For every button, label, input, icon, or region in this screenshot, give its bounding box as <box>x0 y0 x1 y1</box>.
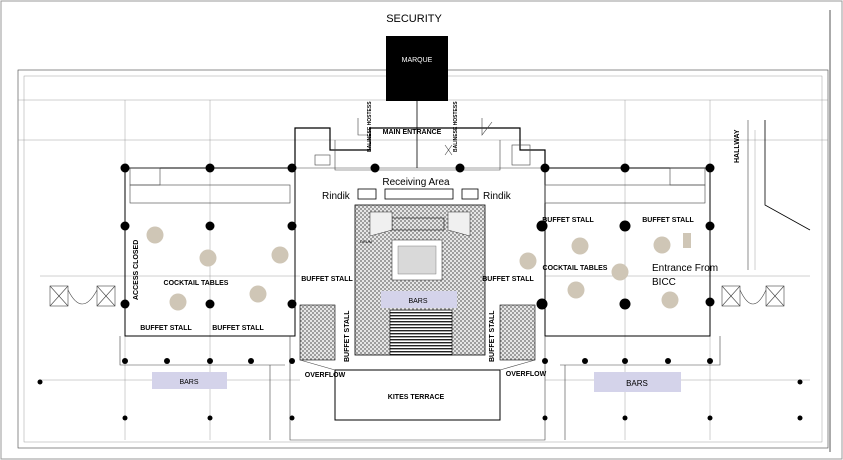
building-walls <box>17 69 829 449</box>
overflow-right-label: OVERFLOW <box>506 371 547 378</box>
cocktail-tables-left-label: COCKTAIL TABLES <box>164 280 229 287</box>
receiving-area-label: Receiving Area <box>382 177 450 188</box>
bars-center-box <box>381 291 457 308</box>
bars-right-box <box>594 372 681 392</box>
bars-left-label: BARS <box>179 379 198 386</box>
bars-center-label: BARS <box>408 298 427 305</box>
balinese-hostess-right-label: BALINESE HOSTESS <box>453 101 459 152</box>
rindik-right-box <box>461 188 479 200</box>
rindik-left-label: Rindik <box>322 191 351 202</box>
balinese-hostess-left-label: BALINESE HOSTESS <box>367 101 373 152</box>
cocktail-tables <box>146 226 691 311</box>
bars-right-label: BARS <box>626 379 648 388</box>
rindik-left-box <box>357 188 377 200</box>
buffet-stall-bottom-left-2-label: BUFFET STALL <box>212 325 264 332</box>
drum-label: DRUM <box>360 239 372 244</box>
buffet-stall-vertical-right-label: BUFFET STALL <box>489 310 496 362</box>
overflow-left-label: OVERFLOW <box>305 372 346 379</box>
entrance-from-label-line2: BICC <box>652 277 676 288</box>
security-label: SECURITY <box>386 13 442 25</box>
entrance-from-label-line1: Entrance From <box>652 263 718 274</box>
buffet-stall-top-right-1-label: BUFFET STALL <box>542 217 594 224</box>
access-closed-label: ACCESS CLOSED <box>133 240 140 300</box>
hallway-label: HALLWAY <box>734 129 741 163</box>
rindik-right-label: Rindik <box>483 191 512 202</box>
buffet-stall-top-right-2-label: BUFFET STALL <box>642 217 694 224</box>
marque-box <box>386 36 448 101</box>
receiving-table-box <box>384 188 454 200</box>
kites-terrace-label: KITES TERRACE <box>388 394 445 401</box>
buffet-stall-center-right-label: BUFFET STALL <box>482 276 534 283</box>
marque-label: MARQUE <box>402 57 433 64</box>
buffet-stall-center-left-label: BUFFET STALL <box>301 276 353 283</box>
main-entrance-label: MAIN ENTRANCE <box>383 129 442 136</box>
bars-left-box <box>152 372 227 389</box>
buffet-stall-vertical-left-label: BUFFET STALL <box>344 310 351 362</box>
cocktail-tables-right-label: COCKTAIL TABLES <box>543 265 608 272</box>
columns <box>37 163 803 421</box>
buffet-stall-bottom-left-1-label: BUFFET STALL <box>140 325 192 332</box>
